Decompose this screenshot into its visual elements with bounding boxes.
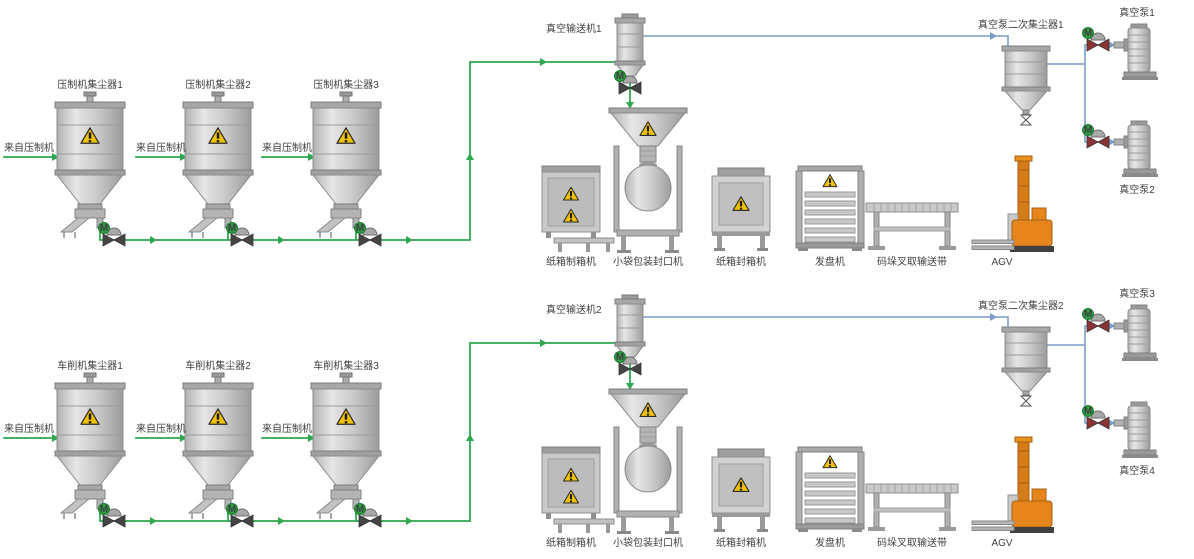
label-vacuum-pump-3: 真空泵3 bbox=[1119, 287, 1155, 300]
label-secondary-collector: 真空泵二次集尘器1 bbox=[978, 18, 1064, 31]
blue-piping bbox=[642, 316, 1115, 424]
label-palletize-conveyor: 码垛叉取输送带 bbox=[877, 255, 947, 268]
label-tray-dispenser: 发盘机 bbox=[815, 536, 845, 549]
palletize-conveyor[interactable] bbox=[865, 483, 959, 532]
label-dust-collector-2: 压制机集尘器2 bbox=[185, 78, 251, 91]
dust-collector-1[interactable] bbox=[55, 373, 125, 519]
label-palletize-conveyor: 码垛叉取输送带 bbox=[877, 536, 947, 549]
valve-pump-2[interactable] bbox=[1082, 124, 1110, 149]
label-vacuum-conveyor: 真空输送机2 bbox=[546, 303, 602, 316]
flow-arrow bbox=[278, 517, 285, 525]
label-carton-sealer: 纸箱封箱机 bbox=[716, 255, 766, 268]
valve-pump-4[interactable] bbox=[1082, 405, 1110, 430]
dust-collector-3[interactable] bbox=[311, 92, 381, 238]
blue-piping bbox=[642, 35, 1115, 143]
valve-pump-1[interactable] bbox=[1082, 27, 1110, 52]
label-source-2: 来自压制机 bbox=[136, 141, 186, 154]
label-agv: AGV bbox=[991, 257, 1012, 268]
palletize-conveyor[interactable] bbox=[865, 202, 959, 251]
carton-former-machine[interactable] bbox=[542, 166, 614, 252]
bag-packing-sealer-machine[interactable] bbox=[609, 389, 687, 534]
dust-collector-3[interactable] bbox=[311, 373, 381, 519]
label-carton-former: 纸箱制箱机 bbox=[546, 536, 596, 549]
label-vacuum-pump-1: 真空泵1 bbox=[1119, 6, 1155, 19]
label-vacuum-pump-2: 真空泵2 bbox=[1119, 183, 1155, 196]
label-vacuum-conveyor: 真空输送机1 bbox=[546, 22, 602, 35]
vacuum-pump-2[interactable] bbox=[1113, 120, 1159, 178]
label-tray-dispenser: 发盘机 bbox=[815, 255, 845, 268]
carton-sealer-machine[interactable] bbox=[712, 449, 770, 532]
flow-arrow bbox=[540, 339, 547, 347]
label-vacuum-pump-4: 真空泵4 bbox=[1119, 464, 1155, 477]
label-source-2: 来自压制机 bbox=[136, 422, 186, 435]
tray-dispenser-machine[interactable] bbox=[796, 447, 864, 532]
carton-former-machine[interactable] bbox=[542, 447, 614, 533]
label-source-3: 来自压制机 bbox=[262, 422, 312, 435]
label-dust-collector-1: 压制机集尘器1 bbox=[57, 78, 123, 91]
flow-arrow bbox=[466, 153, 474, 160]
flow-arrow bbox=[990, 32, 997, 40]
flow-arrow bbox=[540, 58, 547, 66]
carton-sealer-machine[interactable] bbox=[712, 168, 770, 251]
dust-collector-2[interactable] bbox=[183, 92, 253, 238]
vacuum-pump-4[interactable] bbox=[1113, 401, 1159, 459]
label-carton-sealer: 纸箱封箱机 bbox=[716, 536, 766, 549]
valve-collector-3[interactable] bbox=[354, 503, 382, 528]
label-source-1: 来自压制机 bbox=[4, 422, 54, 435]
flow-arrow bbox=[150, 236, 157, 244]
label-secondary-collector: 真空泵二次集尘器2 bbox=[978, 299, 1064, 312]
secondary-dust-collector[interactable] bbox=[1001, 45, 1051, 126]
label-source-3: 来自压制机 bbox=[262, 141, 312, 154]
flow-arrow bbox=[466, 434, 474, 441]
label-agv: AGV bbox=[991, 538, 1012, 549]
tray-dispenser-machine[interactable] bbox=[796, 166, 864, 251]
dust-collector-1[interactable] bbox=[55, 92, 125, 238]
dust-collector-2[interactable] bbox=[183, 373, 253, 519]
valve-pump-3[interactable] bbox=[1082, 308, 1110, 333]
agv-forklift[interactable] bbox=[971, 436, 1055, 534]
valve-collector-2[interactable] bbox=[226, 222, 254, 247]
vacuum-pump-1[interactable] bbox=[1113, 23, 1159, 81]
valve-collector-2[interactable] bbox=[226, 503, 254, 528]
label-dust-collector-2: 车削机集尘器2 bbox=[185, 359, 251, 372]
flow-arrow bbox=[990, 313, 997, 321]
flow-arrow bbox=[406, 517, 413, 525]
flow-arrow bbox=[406, 236, 413, 244]
valve-collector-3[interactable] bbox=[354, 222, 382, 247]
vacuum-pump-3[interactable] bbox=[1113, 304, 1159, 362]
label-bag-sealer: 小袋包装封口机 bbox=[613, 536, 683, 549]
valve-collector-1[interactable] bbox=[98, 222, 126, 247]
label-source-1: 来自压制机 bbox=[4, 141, 54, 154]
production-line-1: 压制机集尘器1 压制机集尘器2 压制机集尘器3 来自压制机 来自压制机 来自压制… bbox=[3, 6, 1159, 268]
flow-arrow bbox=[150, 517, 157, 525]
label-bag-sealer: 小袋包装封口机 bbox=[613, 255, 683, 268]
label-dust-collector-3: 压制机集尘器3 bbox=[313, 78, 379, 91]
label-dust-collector-1: 车削机集尘器1 bbox=[57, 359, 123, 372]
agv-forklift[interactable] bbox=[971, 155, 1055, 253]
valve-collector-1[interactable] bbox=[98, 503, 126, 528]
label-carton-former: 纸箱制箱机 bbox=[546, 255, 596, 268]
production-line-2: 车削机集尘器1 车削机集尘器2 车削机集尘器3 来自压制机 来自压制机 来自压制… bbox=[3, 287, 1159, 549]
secondary-dust-collector[interactable] bbox=[1001, 326, 1051, 407]
flow-arrow bbox=[278, 236, 285, 244]
bag-packing-sealer-machine[interactable] bbox=[609, 108, 687, 253]
label-dust-collector-3: 车削机集尘器3 bbox=[313, 359, 379, 372]
